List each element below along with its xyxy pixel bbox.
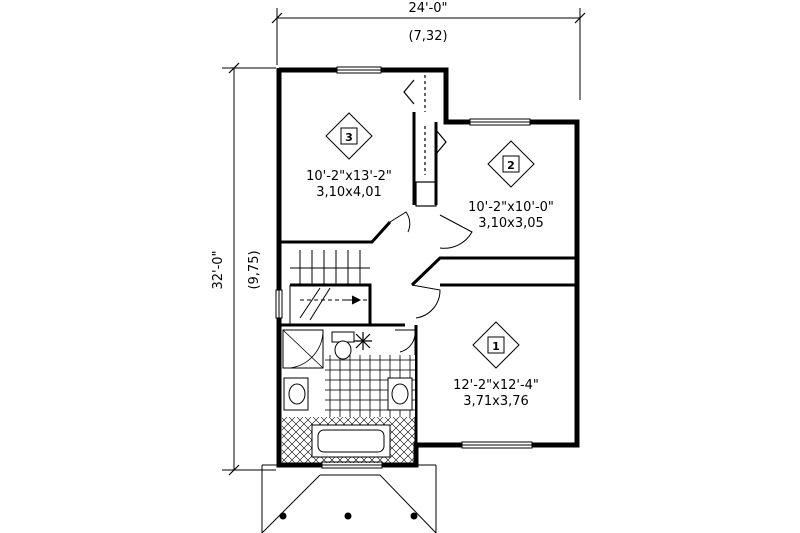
room-3-number: 3	[345, 131, 353, 144]
room-2-number: 2	[507, 159, 515, 172]
room-2: 2 10'-2"x10'-0" 3,10x3,05	[468, 140, 554, 231]
room-1-size-imperial: 12'-2"x12'-4"	[453, 378, 539, 393]
room-3-size-imperial: 10'-2"x13'-2"	[306, 169, 392, 184]
room-1: 1 12'-2"x12'-4" 3,71x3,76	[453, 321, 539, 409]
plant-icon	[354, 332, 372, 350]
room-3-size-metric: 3,10x4,01	[316, 185, 382, 200]
bathroom	[282, 329, 416, 463]
room-3: 3 10'-2"x13'-2" 3,10x4,01	[306, 112, 392, 200]
stairs	[289, 250, 370, 325]
depth-metric-label: (9,75)	[247, 250, 262, 289]
top-dimension: 24'-0" (7,32)	[271, 1, 586, 100]
width-imperial-label: 24'-0"	[408, 1, 447, 16]
porch-roof	[261, 464, 437, 533]
room-2-size-metric: 3,10x3,05	[478, 216, 544, 231]
width-metric-label: (7,32)	[408, 29, 447, 44]
sink-right	[391, 383, 409, 405]
room-1-size-metric: 3,71x3,76	[463, 394, 529, 409]
sink-left	[288, 383, 306, 405]
depth-imperial-label: 32'-0"	[211, 250, 226, 289]
left-dimension: 32'-0" (9,75)	[211, 62, 276, 476]
room-1-number: 1	[492, 340, 500, 353]
room-2-size-imperial: 10'-2"x10'-0"	[468, 200, 554, 215]
door-swings	[389, 211, 473, 353]
closet-doors	[403, 75, 447, 207]
